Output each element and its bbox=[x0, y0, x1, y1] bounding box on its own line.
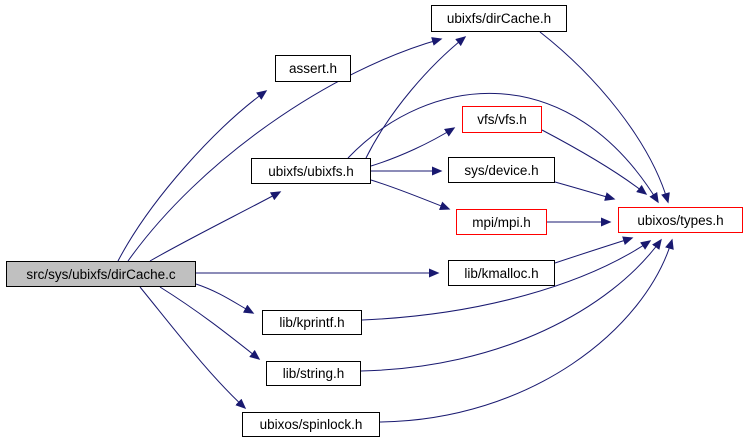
node-ubixos-spinlock-h[interactable]: ubixos/spinlock.h bbox=[242, 412, 380, 437]
node-ubixfs-dircache-h[interactable]: ubixfs/dirCache.h bbox=[431, 5, 567, 32]
edge-ubixfs_h-vfs_vfs_h bbox=[370, 127, 456, 167]
node-src-sys-ubixfs-dircache-c: src/sys/ubixfs/dirCache.c bbox=[6, 261, 196, 287]
edge-ubixfs_dircache_h-types_h bbox=[539, 31, 670, 204]
node-vfs-vfs-h[interactable]: vfs/vfs.h bbox=[462, 106, 542, 133]
edge-lib_string_h-types_h bbox=[360, 238, 662, 372]
edge-dircache_c-ubixfs_ubixfs_h bbox=[149, 191, 282, 262]
node-assert-h[interactable]: assert.h bbox=[275, 55, 351, 82]
node-mpi-mpi-h[interactable]: mpi/mpi.h bbox=[456, 209, 547, 235]
node-lib-kprintf-h[interactable]: lib/kprintf.h bbox=[262, 310, 362, 335]
edge-sys_device_h-types_h bbox=[554, 181, 616, 201]
node-lib-kmalloc-h[interactable]: lib/kmalloc.h bbox=[448, 260, 555, 286]
edge-dircache_c-lib_string_h bbox=[159, 286, 261, 360]
node-ubixfs-ubixfs-h[interactable]: ubixfs/ubixfs.h bbox=[251, 158, 371, 184]
edge-ubixfs_h-ubixos_types_h bbox=[347, 92, 659, 204]
node-ubixos-types-h[interactable]: ubixos/types.h bbox=[618, 207, 743, 233]
edge-ubixfs_h-ubixfs_dircache_h bbox=[365, 36, 467, 159]
edge-dircache_c-lib_kprintf_h bbox=[195, 283, 255, 314]
edge-ubixfs_h-mpi_mpi_h bbox=[370, 179, 451, 210]
edge-dircache_c-assert_h bbox=[117, 90, 268, 262]
edge-lib_kmalloc_h-types_h bbox=[554, 236, 634, 264]
edge-dircache_c-ubixos_spinlock_h bbox=[139, 286, 247, 410]
edge-lib_kprintf_h-types_h bbox=[361, 240, 652, 321]
edge-ubixos_spinlock_h-types_h bbox=[379, 238, 674, 423]
edge-vfs_vfs_h-types_h bbox=[541, 129, 648, 195]
edge-dircache_c-ubixfs_dircache_h bbox=[127, 37, 443, 262]
node-lib-string-h[interactable]: lib/string.h bbox=[266, 361, 361, 386]
node-sys-device-h[interactable]: sys/device.h bbox=[448, 157, 555, 183]
